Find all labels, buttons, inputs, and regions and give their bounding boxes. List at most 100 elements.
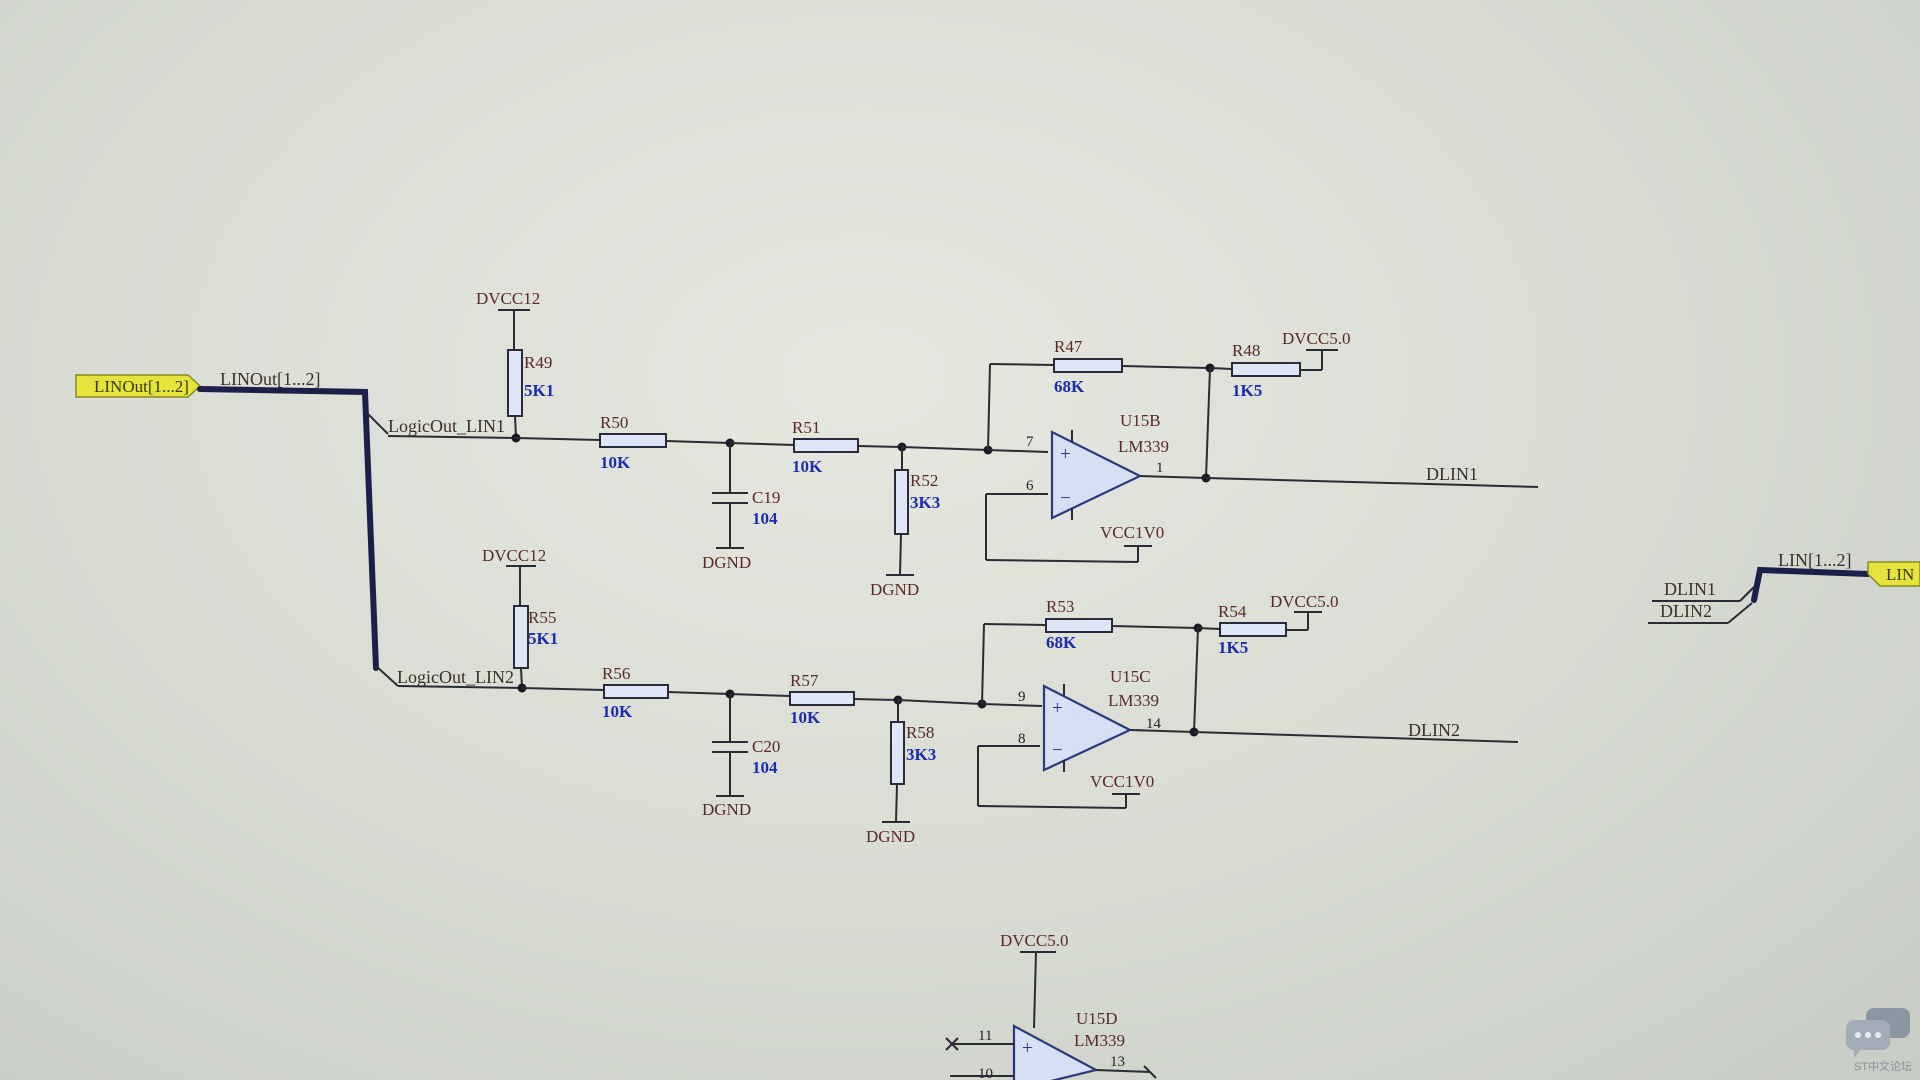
wire: [1139, 475, 1207, 479]
wire: [397, 685, 523, 689]
plus-sign: +: [1060, 444, 1071, 465]
bus-left-wire[interactable]: [197, 386, 379, 671]
resistor-r48[interactable]: [1231, 362, 1301, 377]
wire: [981, 703, 1043, 707]
resistor-r55[interactable]: [513, 605, 529, 669]
wire: [667, 691, 731, 695]
r49-value: 5K1: [524, 381, 554, 400]
power-dvcc50: DVCC5.0: [1000, 931, 1068, 950]
wire: [521, 687, 605, 691]
bus-right-wire[interactable]: [1751, 566, 1871, 603]
pin-number: 6: [1026, 478, 1034, 494]
r57-ref: R57: [790, 671, 819, 690]
r50-value: 10K: [600, 453, 631, 472]
resistor-r47[interactable]: [1053, 358, 1123, 373]
net-dlin2: DLIN2: [1408, 720, 1460, 740]
wire: [895, 783, 898, 823]
wire: [1197, 627, 1221, 630]
wire: [515, 437, 601, 441]
comparator-u15c[interactable]: [1042, 684, 1133, 772]
wire: [1121, 365, 1211, 369]
r58-value: 3K3: [906, 745, 936, 764]
no-connect-mark: [945, 1037, 959, 1051]
wire-dlin2: [1193, 731, 1519, 743]
r51-value: 10K: [792, 457, 823, 476]
net-logicout-lin2: LogicOut_LIN2: [397, 667, 514, 687]
net-right-dlin1: DLIN1: [1664, 579, 1716, 599]
wire: [981, 623, 985, 705]
wire: [897, 699, 983, 705]
r51-ref: R51: [792, 418, 820, 437]
power-vcc1v0: VCC1V0: [1100, 523, 1164, 542]
wire: [729, 442, 795, 446]
resistor-r54[interactable]: [1219, 622, 1287, 637]
net-dlin1: DLIN1: [1426, 464, 1478, 484]
r56-ref: R56: [602, 664, 630, 683]
minus-sign: −: [1060, 488, 1071, 509]
ground-dgnd: DGND: [702, 553, 751, 572]
u15c-value: LM339: [1108, 691, 1159, 710]
resistor-r50[interactable]: [599, 433, 667, 448]
left-port-label: LINOut[1...2]: [94, 377, 189, 396]
c19-ref: C19: [752, 488, 780, 507]
ground-dgnd: DGND: [870, 580, 919, 599]
plus-sign: +: [1052, 698, 1063, 719]
net-right-dlin2: DLIN2: [1660, 601, 1712, 621]
resistor-r56[interactable]: [603, 684, 669, 699]
u15d-ref: U15D: [1076, 1009, 1118, 1028]
r53-ref: R53: [1046, 597, 1074, 616]
wire: [987, 449, 1049, 453]
wire: [901, 446, 989, 451]
r54-ref: R54: [1218, 602, 1247, 621]
wire: [1193, 627, 1199, 733]
r55-value: 5K1: [528, 629, 558, 648]
watermark-chat-icon: ST中文论坛: [1842, 1004, 1912, 1074]
pin-number: 9: [1018, 689, 1026, 705]
bus-entry-2: [375, 665, 399, 687]
minus-sign: −: [1052, 740, 1063, 761]
left-port[interactable]: LINOut[1...2]: [75, 374, 202, 398]
r50-ref: R50: [600, 413, 628, 432]
bus-entry-1: [367, 413, 389, 435]
resistor-r57[interactable]: [789, 691, 855, 706]
right-port[interactable]: LIN: [1867, 561, 1920, 587]
wire: [387, 435, 517, 439]
wire-dlin1: [1205, 477, 1539, 488]
pin-number: 8: [1018, 731, 1026, 747]
wire: [977, 805, 1127, 809]
resistor-r58[interactable]: [890, 721, 905, 785]
resistor-r53[interactable]: [1045, 618, 1113, 633]
power-vcc1v0: VCC1V0: [1090, 772, 1154, 791]
pin-number: 1: [1156, 460, 1164, 476]
resistor-r52[interactable]: [894, 469, 909, 535]
bus-right-label: LIN[1...2]: [1778, 550, 1851, 570]
bus-entry: [1727, 602, 1753, 624]
pin-number: 13: [1110, 1054, 1125, 1070]
bus-left-label: LINOut[1...2]: [220, 369, 320, 389]
u15b-value: LM339: [1118, 437, 1169, 456]
bus-entry: [1739, 586, 1755, 602]
r56-value: 10K: [602, 702, 633, 721]
wire: [899, 533, 902, 576]
comparator-u15b[interactable]: [1050, 430, 1143, 520]
wire: [1111, 625, 1199, 629]
power-dvcc12: DVCC12: [482, 546, 546, 565]
wire: [983, 623, 1047, 626]
power-dvcc12: DVCC12: [476, 289, 540, 308]
c20-value: 104: [752, 758, 778, 777]
comparator-u15d[interactable]: [1012, 1024, 1100, 1080]
r58-ref: R58: [906, 723, 934, 742]
ground-dgnd: DGND: [866, 827, 915, 846]
power-dvcc50: DVCC5.0: [1282, 329, 1350, 348]
u15d-value: LM339: [1074, 1031, 1125, 1050]
wire: [1095, 1069, 1151, 1073]
pin-number: 11: [978, 1028, 992, 1044]
resistor-r51[interactable]: [793, 438, 859, 453]
wire: [989, 363, 1055, 366]
c19-value: 104: [752, 509, 778, 528]
right-port-label: LIN: [1886, 565, 1914, 584]
wire: [1209, 367, 1233, 370]
r55-ref: R55: [528, 608, 556, 627]
resistor-r49[interactable]: [507, 349, 523, 417]
